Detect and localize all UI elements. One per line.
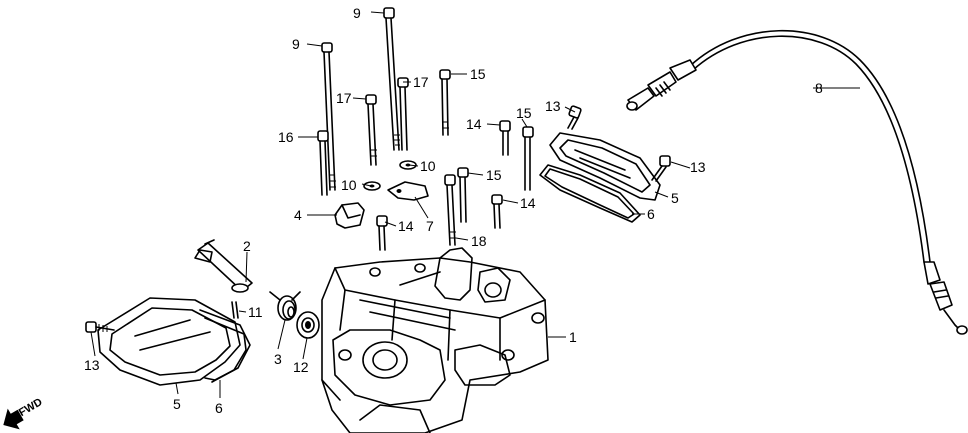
callout-7: 7: [426, 218, 434, 234]
clamp-7: [387, 181, 429, 201]
stud-16: [317, 130, 329, 196]
callout-14: 14: [398, 218, 414, 234]
callout-13: 13: [545, 98, 561, 114]
callout-5: 5: [671, 190, 679, 206]
stud-18: [444, 174, 456, 246]
bolt-13-left: [85, 321, 115, 333]
stud-17-right: [397, 77, 409, 151]
leader-lines: [90, 11, 860, 398]
callout-6: 6: [215, 400, 223, 416]
callout-4: 4: [294, 207, 302, 223]
cover-plate-left: [97, 297, 241, 386]
rocker-shaft: [194, 239, 253, 293]
callout-8: 8: [815, 80, 823, 96]
callout-10: 10: [420, 158, 436, 174]
washer-10-upper: [399, 160, 417, 170]
bolt-14-left: [376, 215, 388, 251]
callout-13: 13: [690, 159, 706, 175]
bolt-14-upper: [499, 120, 511, 156]
callout-15: 15: [486, 167, 502, 183]
callout-2: 2: [243, 238, 251, 254]
cylinder-head: [321, 247, 549, 433]
torsion-spring-3: [269, 291, 301, 321]
callout-16: 16: [278, 129, 294, 145]
stud-17-left: [365, 94, 377, 166]
bolt-15-right: [522, 126, 534, 191]
bolt-15-top: [439, 69, 451, 136]
callout-labels: 9 9 17 17 15 16 14 15 13 13 10 10 15 5 1…: [84, 5, 823, 416]
gasket-left: [199, 309, 251, 383]
callout-13: 13: [84, 357, 100, 373]
callout-17: 17: [336, 90, 352, 106]
stud-9-left: [321, 42, 336, 191]
callout-10: 10: [341, 177, 357, 193]
bracket-4: [334, 202, 365, 229]
bolt-13-right: [651, 155, 671, 182]
callout-5: 5: [173, 396, 181, 412]
callout-14: 14: [520, 195, 536, 211]
fwd-direction-marker: FWD: [3, 396, 45, 430]
washer-10-lower: [363, 181, 381, 191]
oil-seal-12: [296, 311, 320, 339]
callout-9: 9: [292, 36, 300, 52]
pin-11: [231, 301, 239, 319]
callout-12: 12: [293, 359, 309, 375]
control-cable-8: [626, 29, 968, 335]
stud-9-center: [383, 7, 400, 151]
callout-6: 6: [647, 206, 655, 222]
callout-3: 3: [274, 351, 282, 367]
callout-18: 18: [471, 233, 487, 249]
callout-17: 17: [413, 74, 429, 90]
callout-15: 15: [516, 105, 532, 121]
callout-11: 11: [248, 304, 263, 320]
fwd-label: FWD: [17, 396, 45, 419]
callout-1: 1: [569, 329, 577, 345]
callout-9: 9: [353, 5, 361, 21]
bolt-14-right: [491, 194, 503, 229]
callout-15: 15: [470, 66, 486, 82]
bolt-15-middle: [457, 167, 469, 223]
callout-14: 14: [466, 116, 482, 132]
